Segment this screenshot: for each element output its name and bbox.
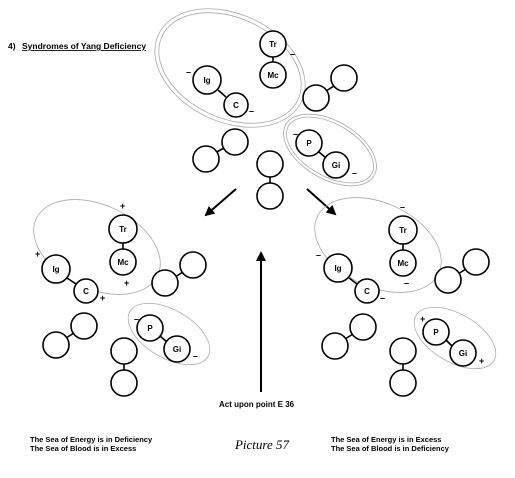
left-p-gi-outline [127, 302, 211, 366]
left-ig-label: Ig [52, 265, 59, 274]
left-ig-c-link [66, 277, 77, 285]
act-upon-label: Act upon point E 36 [219, 400, 295, 409]
right-caption-line2: The Sea of Blood is in Deficiency [331, 444, 450, 453]
right-gi-node: Gi [449, 339, 477, 367]
left-c-node: C [73, 278, 99, 304]
top-c-label: C [233, 101, 239, 110]
right-ig-sign: – [316, 250, 321, 260]
right-pair-middle [389, 337, 417, 397]
top-gi-label: Gi [332, 161, 340, 170]
right-gi-sign: + [479, 356, 484, 366]
right-ig-label: Ig [334, 264, 341, 273]
right-mc-sign: – [404, 278, 409, 288]
left-c-sign: + [100, 293, 105, 303]
top-mc-node: Mc [259, 61, 287, 89]
heading-title: Syndromes of Yang Deficiency [22, 41, 146, 51]
right-ig-node: Ig [323, 253, 353, 283]
top-cluster: Ig C Tr Mc P Gi – – – – – [154, 8, 377, 210]
top-gi-sign: – [352, 168, 357, 178]
right-p-node: P [422, 318, 450, 346]
top-mc-sign: – [290, 49, 295, 59]
top-c-sign: – [249, 106, 254, 116]
left-caption-line2: The Sea of Blood is in Excess [30, 444, 136, 453]
right-ig-c-link [348, 277, 358, 285]
left-gi-sign: – [193, 351, 198, 361]
left-tr-label: Tr [119, 225, 127, 234]
right-p-gi-outline [413, 306, 497, 370]
top-ig-sign: – [186, 67, 191, 77]
right-tr-label: Tr [399, 226, 407, 235]
left-pair-right [151, 251, 207, 297]
right-p-gi-link [445, 339, 453, 347]
top-ig-c-link [217, 89, 227, 98]
top-p-label: P [306, 139, 312, 148]
right-pair-left [321, 313, 377, 360]
left-ig-node: Ig [41, 254, 71, 284]
left-p-node: P [136, 314, 164, 342]
right-mc-node: Mc [389, 249, 417, 277]
left-mc-label: Mc [117, 258, 129, 267]
top-mc-label: Mc [267, 71, 279, 80]
right-gi-label: Gi [459, 349, 467, 358]
right-c-sign: – [380, 293, 385, 303]
top-gi-node: Gi [322, 151, 350, 179]
top-p-gi-outline [283, 113, 377, 187]
left-p-label: P [147, 324, 153, 333]
left-p-sign: – [134, 314, 139, 324]
right-tr-sign: – [400, 202, 405, 212]
right-caption-line1: The Sea of Energy is in Excess [331, 435, 441, 444]
top-p-node: P [295, 129, 323, 157]
left-gi-node: Gi [163, 335, 191, 363]
top-p-sign: – [293, 129, 298, 139]
arrow-to-right-cluster [306, 188, 337, 216]
arrow-to-left-cluster [204, 188, 237, 217]
left-pair-left [42, 312, 98, 359]
left-caption-line1: The Sea of Energy is in Deficiency [30, 435, 153, 444]
left-pair-middle [110, 337, 138, 397]
left-gi-label: Gi [173, 345, 181, 354]
left-mc-sign: + [124, 278, 129, 288]
right-c-label: C [364, 287, 370, 296]
top-organ-group-outline [154, 8, 306, 128]
heading-number: 4) [8, 41, 16, 51]
right-p-sign: + [420, 314, 425, 324]
right-mc-label: Mc [397, 259, 409, 268]
top-pair-right [302, 64, 358, 112]
right-cluster: Ig C Tr Mc P Gi – – – – + + [314, 197, 497, 397]
top-pair-left [192, 128, 249, 173]
right-c-node: C [354, 278, 380, 304]
top-ig-node: Ig [192, 65, 222, 95]
picture-caption: Picture 57 [234, 437, 290, 452]
right-p-label: P [433, 328, 439, 337]
top-tr-label: Tr [269, 40, 277, 49]
left-ig-sign: + [35, 249, 40, 259]
left-tr-sign: + [120, 201, 125, 211]
top-tr-node: Tr [259, 30, 287, 58]
left-tr-node: Tr [108, 214, 138, 244]
top-ig-label: Ig [203, 76, 210, 85]
top-c-node: C [223, 92, 249, 118]
right-pair-right [434, 248, 490, 294]
left-mc-node: Mc [109, 248, 137, 276]
left-c-label: C [83, 287, 89, 296]
left-cluster: Ig C Tr Mc P Gi + + + + – – [33, 199, 211, 397]
right-tr-node: Tr [388, 215, 418, 245]
top-pair-middle [256, 150, 284, 210]
